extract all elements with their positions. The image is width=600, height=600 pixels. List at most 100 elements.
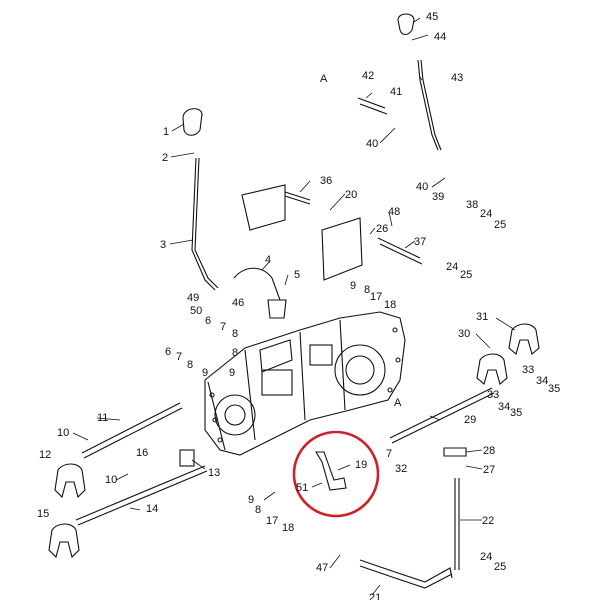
callout-25: 25 [460, 269, 472, 281]
callout-37: 37 [414, 236, 426, 248]
rod-14 [75, 465, 206, 521]
callout-8: 8 [232, 347, 238, 359]
highlight-circle [292, 430, 380, 518]
callout-40: 40 [416, 181, 428, 193]
callout-27: 27 [483, 464, 495, 476]
callout-7: 7 [220, 321, 226, 333]
callout-5: 5 [294, 269, 300, 281]
callout-47: 47 [316, 562, 328, 574]
callout-43: 43 [451, 72, 463, 84]
callout-36: 36 [320, 175, 332, 187]
leader-lines [72, 17, 516, 596]
callout-9: 9 [350, 280, 356, 292]
callout-18: 18 [384, 299, 396, 311]
callout-34: 34 [536, 375, 548, 387]
callout-39: 39 [432, 191, 444, 203]
callout-40: 40 [366, 138, 378, 150]
callout-34: 34 [498, 401, 510, 413]
callout-21: 21 [369, 592, 381, 600]
callout-45: 45 [426, 11, 438, 23]
callout-A: A [320, 73, 328, 85]
callout-10: 10 [57, 427, 69, 439]
callout-labels: 1 2 3 4 5 6 6 7 7 7 8 8 8 8 8 9 9 9 9 10… [37, 11, 560, 600]
callout-A: A [394, 397, 402, 409]
callout-38: 38 [466, 199, 478, 211]
callout-49: 49 [187, 292, 199, 304]
callout-31: 31 [476, 311, 488, 323]
callout-26: 26 [376, 223, 388, 235]
callout-14: 14 [146, 503, 158, 515]
callout-22: 22 [482, 515, 494, 527]
callout-1: 1 [163, 126, 169, 138]
callout-35: 35 [548, 383, 560, 395]
callout-4: 4 [265, 254, 271, 266]
callout-42: 42 [362, 70, 374, 82]
parts [48, 13, 540, 589]
callout-25: 25 [494, 561, 506, 573]
callout-46: 46 [232, 297, 244, 309]
callout-15: 15 [37, 508, 49, 520]
callout-16: 16 [136, 447, 148, 459]
callout-8: 8 [255, 504, 261, 516]
lever-43 [417, 59, 439, 151]
callout-32: 32 [395, 463, 407, 475]
handle-28 [443, 447, 467, 457]
callout-2: 2 [162, 152, 168, 164]
knob-45 [397, 13, 415, 36]
bracket-36 [241, 184, 286, 231]
callout-28: 28 [483, 445, 495, 457]
callout-11: 11 [97, 412, 108, 424]
fork-15 [48, 523, 80, 559]
callout-13: 13 [208, 467, 220, 479]
callout-3: 3 [160, 239, 166, 251]
rod-29 [389, 387, 493, 439]
callout-6: 6 [205, 315, 211, 327]
callout-35: 35 [510, 407, 522, 419]
callout-18: 18 [282, 522, 294, 534]
callout-9: 9 [229, 367, 235, 379]
callout-17: 17 [370, 291, 382, 303]
shaft-41 [357, 97, 386, 109]
callout-12: 12 [39, 449, 51, 461]
callout-30: 30 [458, 328, 470, 340]
callout-51: 51 [296, 482, 308, 494]
callout-33: 33 [487, 389, 499, 401]
callout-24: 24 [480, 551, 492, 563]
callout-8: 8 [187, 359, 193, 371]
tube-4 [233, 267, 281, 301]
lever-3 [191, 157, 216, 291]
callout-29: 29 [464, 414, 476, 426]
fork-12 [54, 463, 86, 499]
callout-33: 33 [522, 364, 534, 376]
callout-50: 50 [190, 305, 202, 317]
callout-48: 48 [388, 206, 400, 218]
callout-19: 19 [355, 459, 367, 471]
knob-1 [182, 108, 203, 136]
callout-6: 6 [165, 346, 171, 358]
transmission-housing [204, 311, 406, 456]
rod-11 [81, 402, 181, 454]
callout-25: 25 [494, 219, 506, 231]
plate-26 [321, 217, 363, 281]
lever-21 [359, 559, 453, 583]
part-19 [315, 451, 347, 491]
callout-8: 8 [364, 284, 370, 296]
part-13 [179, 449, 195, 467]
callout-44: 44 [434, 31, 446, 43]
fork-31 [508, 323, 540, 355]
callout-24: 24 [480, 208, 492, 220]
callout-41: 41 [390, 86, 402, 98]
callout-7: 7 [386, 448, 392, 460]
callout-7: 7 [176, 351, 182, 363]
callout-20: 20 [345, 189, 357, 201]
shaft-37 [377, 237, 421, 259]
callout-10: 10 [105, 474, 117, 486]
callout-9: 9 [202, 367, 208, 379]
callout-17: 17 [266, 515, 278, 527]
callout-24: 24 [446, 261, 458, 273]
callout-9: 9 [248, 494, 254, 506]
callout-8: 8 [232, 328, 238, 340]
fork-30 [476, 353, 508, 385]
